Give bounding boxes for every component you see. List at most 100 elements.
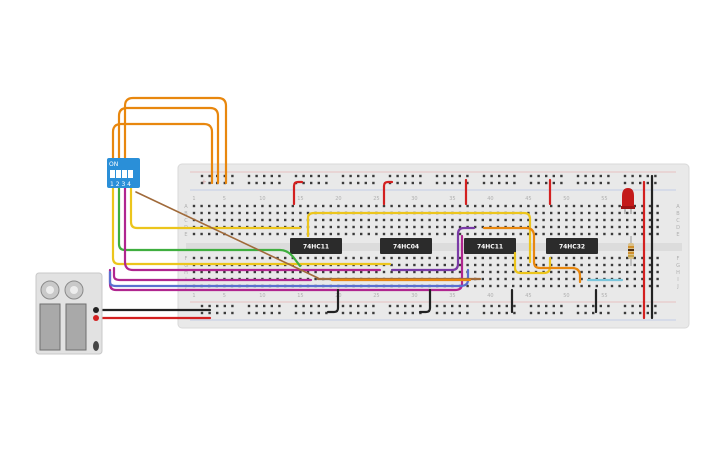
breadboard-hole[interactable] (278, 174, 281, 178)
breadboard-hole[interactable] (603, 218, 606, 222)
breadboard-hole[interactable] (557, 256, 560, 260)
breadboard-hole[interactable] (592, 304, 595, 308)
breadboard-hole[interactable] (458, 256, 462, 260)
breadboard-hole[interactable] (451, 225, 454, 229)
breadboard-hole[interactable] (451, 174, 454, 178)
breadboard-hole[interactable] (317, 181, 320, 185)
breadboard-hole[interactable] (588, 204, 591, 208)
breadboard-hole[interactable] (192, 211, 196, 215)
breadboard-hole[interactable] (633, 277, 636, 281)
breadboard-hole[interactable] (246, 232, 249, 236)
breadboard-hole[interactable] (610, 204, 614, 208)
wire-orange-4[interactable] (482, 226, 582, 284)
breadboard-hole[interactable] (654, 304, 657, 308)
breadboard-hole[interactable] (382, 225, 386, 229)
breadboard-hole[interactable] (200, 218, 203, 222)
breadboard-hole[interactable] (592, 174, 595, 178)
breadboard-hole[interactable] (299, 211, 302, 215)
breadboard-hole[interactable] (270, 174, 273, 178)
breadboard-hole[interactable] (595, 204, 598, 208)
breadboard-hole[interactable] (512, 263, 515, 267)
breadboard-hole[interactable] (411, 174, 414, 178)
breadboard-hole[interactable] (584, 304, 587, 308)
breadboard-hole[interactable] (513, 304, 516, 308)
breadboard-hole[interactable] (534, 284, 538, 288)
breadboard-hole[interactable] (322, 204, 325, 208)
breadboard-hole[interactable] (208, 204, 211, 208)
wire-brown-1[interactable] (135, 191, 319, 279)
breadboard-hole[interactable] (270, 181, 273, 185)
breadboard-hole[interactable] (542, 211, 545, 215)
breadboard-hole[interactable] (560, 311, 563, 315)
breadboard-hole[interactable] (545, 311, 548, 315)
breadboard-hole[interactable] (534, 211, 538, 215)
breadboard-hole[interactable] (238, 270, 241, 274)
dip-toggle-2[interactable] (116, 170, 121, 178)
breadboard-hole[interactable] (451, 304, 454, 308)
breadboard-hole[interactable] (341, 304, 345, 308)
breadboard-hole[interactable] (572, 277, 576, 281)
breadboard-hole[interactable] (367, 218, 370, 222)
breadboard-hole[interactable] (436, 270, 439, 274)
breadboard-hole[interactable] (639, 311, 642, 315)
breadboard-hole[interactable] (656, 232, 659, 236)
breadboard-hole[interactable] (291, 211, 294, 215)
wire-red-1[interactable] (292, 180, 304, 206)
breadboard-hole[interactable] (302, 174, 305, 178)
breadboard-hole[interactable] (482, 311, 486, 315)
breadboard-hole[interactable] (633, 284, 636, 288)
breadboard-hole[interactable] (489, 256, 492, 260)
breadboard-hole[interactable] (565, 270, 568, 274)
breadboard-hole[interactable] (291, 270, 294, 274)
breadboard-hole[interactable] (413, 204, 416, 208)
breadboard-hole[interactable] (648, 256, 652, 260)
breadboard-hole[interactable] (610, 284, 614, 288)
breadboard-hole[interactable] (654, 181, 657, 185)
breadboard-hole[interactable] (580, 218, 583, 222)
breadboard-hole[interactable] (382, 256, 386, 260)
breadboard-hole[interactable] (496, 263, 500, 267)
breadboard-hole[interactable] (458, 218, 462, 222)
breadboard-hole[interactable] (481, 277, 484, 281)
breadboard-hole[interactable] (458, 181, 461, 185)
breadboard-hole[interactable] (592, 311, 595, 315)
breadboard-hole[interactable] (261, 270, 264, 274)
breadboard-hole[interactable] (599, 174, 602, 178)
breadboard-hole[interactable] (411, 181, 414, 185)
breadboard-hole[interactable] (208, 304, 211, 308)
breadboard-hole[interactable] (490, 304, 493, 308)
breadboard-hole[interactable] (656, 204, 659, 208)
breadboard-hole[interactable] (337, 218, 340, 222)
breadboard-hole[interactable] (200, 211, 203, 215)
breadboard-hole[interactable] (208, 211, 211, 215)
breadboard-hole[interactable] (435, 174, 439, 178)
breadboard-hole[interactable] (623, 304, 627, 308)
breadboard-hole[interactable] (572, 263, 576, 267)
breadboard-hole[interactable] (550, 277, 553, 281)
breadboard-hole[interactable] (498, 311, 501, 315)
breadboard-hole[interactable] (489, 263, 492, 267)
breadboard-hole[interactable] (489, 218, 492, 222)
breadboard-hole[interactable] (584, 174, 587, 178)
breadboard-hole[interactable] (337, 256, 340, 260)
breadboard-hole[interactable] (519, 263, 522, 267)
breadboard-hole[interactable] (654, 311, 657, 315)
breadboard-hole[interactable] (231, 304, 234, 308)
breadboard-hole[interactable] (482, 181, 486, 185)
breadboard-hole[interactable] (215, 204, 218, 208)
breadboard-hole[interactable] (646, 181, 649, 185)
breadboard-hole[interactable] (404, 304, 407, 308)
breadboard-hole[interactable] (646, 311, 649, 315)
breadboard-hole[interactable] (352, 225, 355, 229)
breadboard-hole[interactable] (230, 204, 234, 208)
breadboard-hole[interactable] (610, 263, 614, 267)
breadboard-hole[interactable] (631, 181, 634, 185)
breadboard-hole[interactable] (223, 218, 226, 222)
breadboard-hole[interactable] (648, 277, 652, 281)
breadboard-hole[interactable] (278, 181, 281, 185)
breadboard-hole[interactable] (253, 218, 256, 222)
breadboard-hole[interactable] (360, 225, 363, 229)
breadboard-hole[interactable] (565, 284, 568, 288)
breadboard-hole[interactable] (200, 304, 204, 308)
